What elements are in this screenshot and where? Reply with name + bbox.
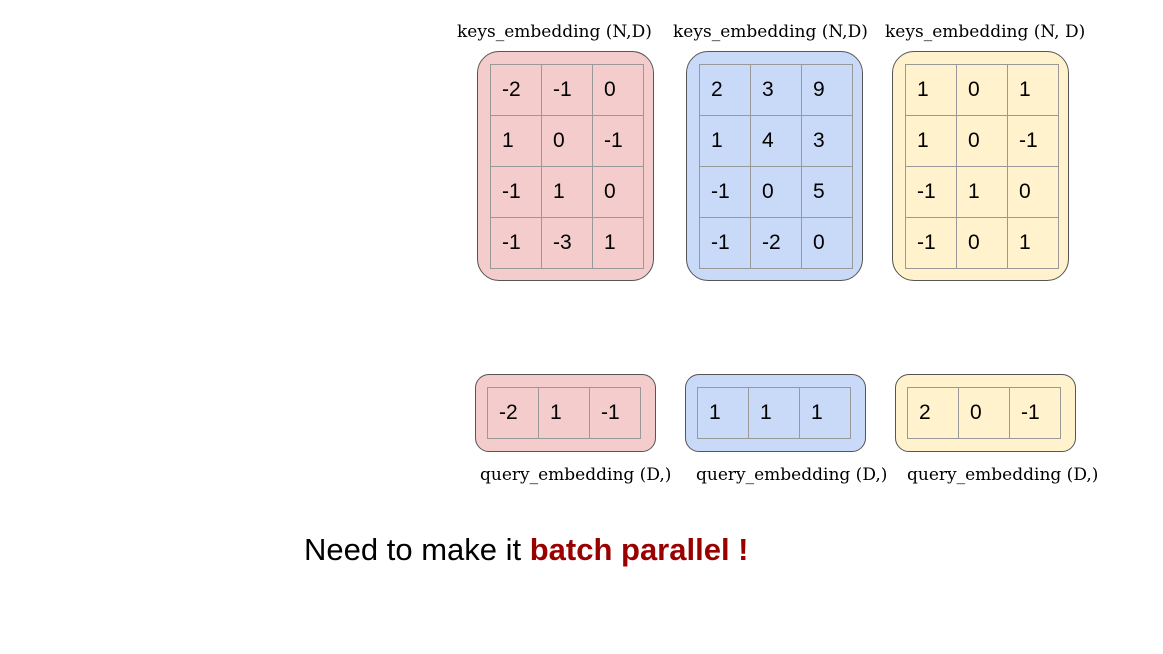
matrix-cell: 1: [906, 65, 957, 116]
matrix-cell: 1: [957, 167, 1008, 218]
vector-cell: 1: [800, 388, 851, 439]
matrix-cell: -1: [593, 116, 644, 167]
matrix-cell: 1: [1008, 65, 1059, 116]
query-label-blue: query_embedding (D,): [696, 465, 888, 485]
matrix-cell: 0: [751, 167, 802, 218]
matrix-cell: 0: [593, 167, 644, 218]
vector-cell: -1: [1010, 388, 1061, 439]
matrix-cell: 0: [542, 116, 593, 167]
matrix-cell: -1: [700, 167, 751, 218]
query-label-yellow: query_embedding (D,): [907, 465, 1099, 485]
vector-cell: 2: [908, 388, 959, 439]
matrix-cell: -1: [1008, 116, 1059, 167]
caption-emphasis: batch parallel !: [529, 532, 749, 567]
matrix-cell: 1: [542, 167, 593, 218]
matrix-cell: 0: [957, 116, 1008, 167]
matrix-cell: 4: [751, 116, 802, 167]
vector-cell: 1: [539, 388, 590, 439]
matrix-cell: 0: [802, 218, 853, 269]
matrix-cell: 3: [802, 116, 853, 167]
matrix-cell: 3: [751, 65, 802, 116]
vector-cell: 1: [749, 388, 800, 439]
vector-cell: 0: [959, 388, 1010, 439]
caption: Need to make it batch parallel !: [304, 530, 749, 570]
matrix-cell: -1: [906, 218, 957, 269]
keys-label-blue: keys_embedding (N,D): [673, 22, 868, 42]
matrix-cell: 0: [1008, 167, 1059, 218]
matrix-cell: -2: [491, 65, 542, 116]
vector-cell: 1: [698, 388, 749, 439]
matrix-cell: -2: [751, 218, 802, 269]
matrix-cell: 0: [957, 218, 1008, 269]
matrix-cell: 0: [957, 65, 1008, 116]
matrix-cell: 5: [802, 167, 853, 218]
matrix-cell: 2: [700, 65, 751, 116]
query-label-pink: query_embedding (D,): [480, 465, 672, 485]
matrix-cell: -1: [700, 218, 751, 269]
vector-cell: -2: [488, 388, 539, 439]
matrix-cell: 1: [906, 116, 957, 167]
matrix-cell: 1: [593, 218, 644, 269]
caption-prefix: Need to make it: [304, 532, 530, 567]
vector-cell: -1: [590, 388, 641, 439]
matrix-cell: 0: [593, 65, 644, 116]
matrix-cell: -1: [906, 167, 957, 218]
matrix-cell: 1: [700, 116, 751, 167]
matrix-cell: -1: [491, 218, 542, 269]
matrix-cell: -3: [542, 218, 593, 269]
matrix-cell: 1: [1008, 218, 1059, 269]
keys-label-yellow: keys_embedding (N, D): [885, 22, 1086, 42]
matrix-cell: 9: [802, 65, 853, 116]
keys-label-pink: keys_embedding (N,D): [457, 22, 652, 42]
matrix-cell: 1: [491, 116, 542, 167]
matrix-cell: -1: [542, 65, 593, 116]
matrix-cell: -1: [491, 167, 542, 218]
